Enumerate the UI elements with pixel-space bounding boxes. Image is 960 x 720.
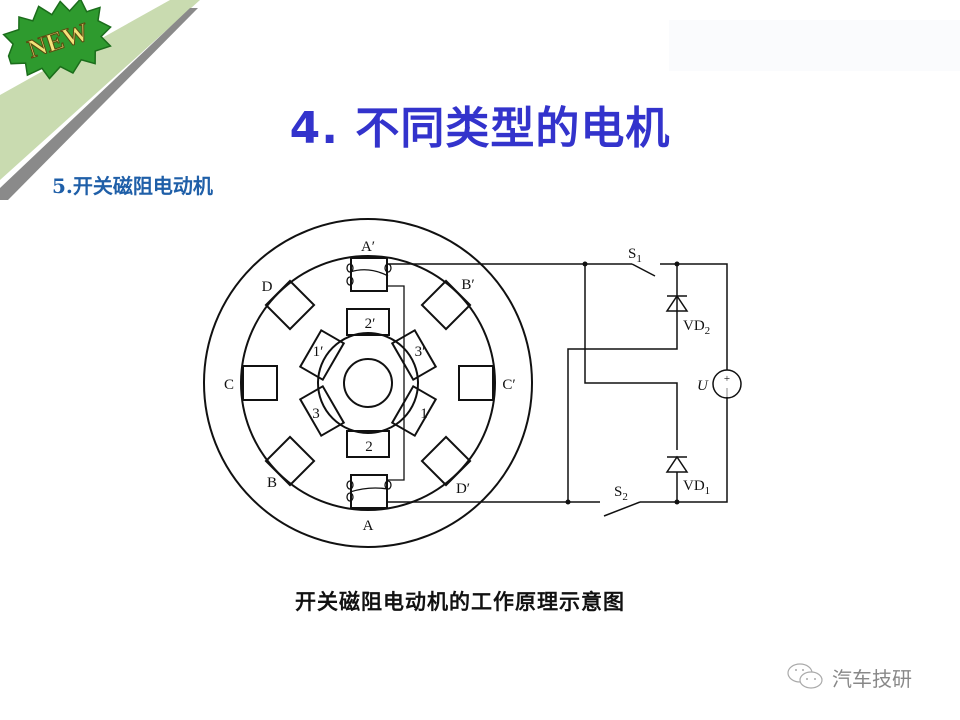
rotor-pole-2-prime [346,308,390,336]
label-d-prime: D′ [456,481,470,497]
label-rotor-2: 2 [365,439,373,455]
label-s1: S1 [628,246,642,265]
label-rotor-2-prime: 2′ [365,316,376,332]
page-title: 4. 不同类型的电机 [289,103,671,154]
switch-s2[interactable] [603,501,641,517]
rotor-pole-2 [346,430,390,458]
rotor-pole-1-prime [298,328,346,382]
diagram-caption: 开关磁阻电动机的工作原理示意图 [295,589,625,614]
label-a-prime: A′ [361,239,375,255]
rotor-shaft [343,358,393,408]
junction-dots [565,261,680,505]
label-rotor-1-prime: 1′ [313,344,324,360]
stator-pole-b-prime [420,279,472,331]
rotor-body [317,332,419,434]
stator-pole-d [264,279,316,331]
section-subtitle: 5.开关磁阻电动机 [52,174,213,198]
top-right-panel [669,20,960,71]
label-s2: S2 [614,484,628,503]
label-rotor-3-prime: 3′ [415,344,426,360]
rotor-pole-3 [298,384,346,438]
label-rotor-3: 3 [312,406,320,422]
label-rotor-1: 1 [420,406,428,422]
label-b-prime: B′ [461,277,474,293]
phase-a-winding [346,263,405,502]
watermark-text: 汽车技研 [832,666,912,691]
stator-pole-a-prime [350,257,388,292]
diode-vd2 [665,294,689,312]
label-b: B [267,475,277,491]
circuit-wires [387,263,742,517]
wechat-icon [787,663,823,689]
label-d: D [262,279,273,295]
source-minus-sign: | [726,387,728,398]
switch-s1[interactable] [631,263,656,277]
stator-pole-b [264,435,316,487]
diode-vd1 [665,455,689,473]
stator-pole-a [350,474,388,509]
watermark: 汽车技研 [786,662,912,692]
voltage-source [712,369,742,399]
rotor-pole-1 [390,384,438,438]
label-source-u: U [697,378,709,394]
label-vd1: VD1 [683,478,710,497]
stator-pole-c [242,365,278,401]
stator-pole-c-prime [458,365,494,401]
label-vd2: VD2 [683,318,710,337]
stator-inner-ring [240,255,496,511]
label-c-prime: C′ [502,377,515,393]
stator-pole-d-prime [420,435,472,487]
label-c: C [224,377,234,393]
label-a: A [363,518,374,534]
source-plus-sign: + [724,373,730,385]
stator-outer-ring [203,218,533,548]
